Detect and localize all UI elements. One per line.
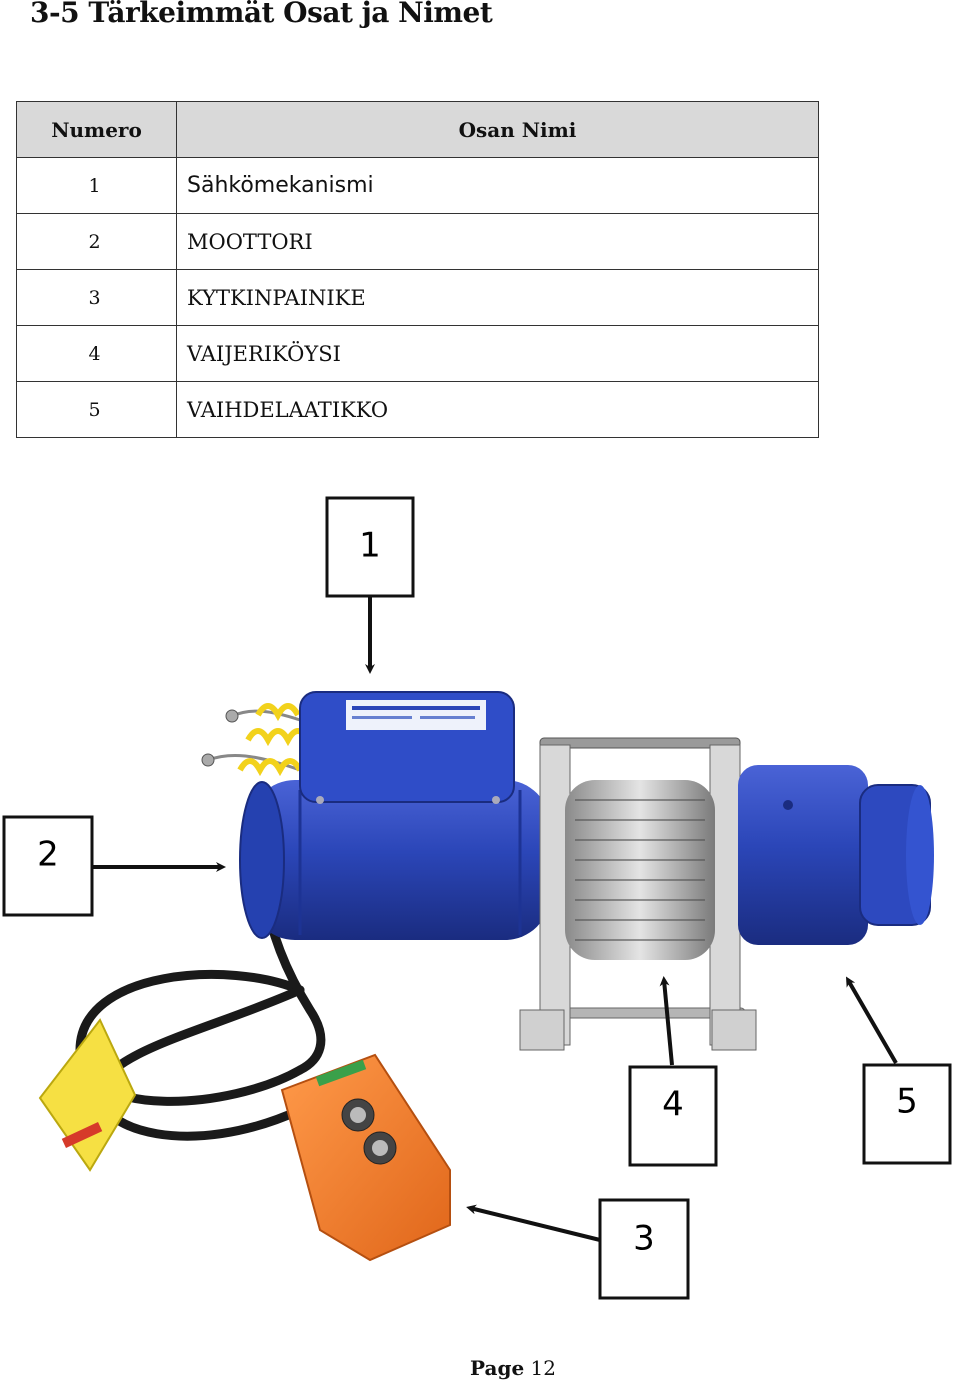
row-part-name: KYTKINPAINIKE	[176, 269, 819, 326]
row-part-name: MOOTTORI	[176, 213, 819, 270]
warning-tag	[38, 1018, 137, 1172]
page-footer: Page 12	[470, 1356, 556, 1380]
row-part-name: Sähkömekanismi	[176, 157, 819, 214]
row-number: 5	[16, 381, 177, 438]
callout-arrows	[92, 596, 898, 1242]
row-part-name: VAIJERIKÖYSI	[176, 325, 819, 382]
row-number: 3	[16, 269, 177, 326]
callout-arrow-3	[466, 1204, 601, 1242]
coiled-cable	[201, 703, 311, 777]
callout-box-4: 4	[628, 1065, 718, 1167]
table-row: 3 KYTKINPAINIKE	[16, 269, 819, 326]
svg-text:4: 4	[662, 1085, 684, 1125]
parts-table: Numero Osan Nimi 1 Sähkömekanismi 2 MOOT…	[16, 101, 819, 438]
table-row: 5 VAIHDELAATIKKO	[16, 381, 819, 438]
page-number: 12	[530, 1356, 556, 1380]
svg-text:2: 2	[37, 835, 59, 875]
row-part-name: VAIHDELAATIKKO	[176, 381, 819, 438]
callout-box-3: 3	[598, 1198, 690, 1300]
callout-box-5: 5	[862, 1063, 952, 1165]
wire-rope-drum	[519, 737, 757, 1051]
callout-box-1: 1	[325, 496, 415, 598]
page-label: Page	[470, 1356, 525, 1380]
pendant-control	[280, 1053, 451, 1262]
table-row: 1 Sähkömekanismi	[16, 157, 819, 214]
callout-box-2: 2	[2, 815, 94, 917]
svg-text:1: 1	[359, 526, 381, 566]
table-row: 2 MOOTTORI	[16, 213, 819, 270]
header-number: Numero	[16, 101, 177, 158]
row-number: 4	[16, 325, 177, 382]
row-number: 2	[16, 213, 177, 270]
winch-diagram: 1 2 3 4 5	[2, 496, 952, 1300]
table-row: 4 VAIJERIKÖYSI	[16, 325, 819, 382]
callout-arrow-4	[659, 976, 674, 1066]
motor	[239, 691, 550, 940]
row-number: 1	[16, 157, 177, 214]
gearbox	[738, 765, 934, 945]
callout-arrow-5	[845, 976, 898, 1065]
svg-text:5: 5	[896, 1082, 918, 1122]
table-header-row: Numero Osan Nimi	[16, 101, 819, 158]
page-title: 3-5 Tärkeimmät Osat ja Nimet	[30, 0, 493, 29]
svg-text:3: 3	[633, 1219, 655, 1259]
header-part-name: Osan Nimi	[176, 101, 819, 158]
